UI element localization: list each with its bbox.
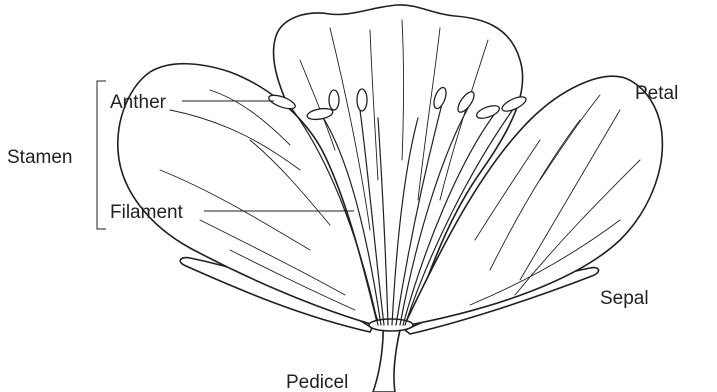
sepal-label: Sepal	[600, 288, 649, 309]
stamen-bracket	[97, 81, 106, 229]
anther-label: Anther	[110, 92, 167, 113]
petal-label: Petal	[635, 83, 678, 104]
pedicel-label: Pedicel	[286, 372, 348, 392]
filament-label: Filament	[110, 202, 184, 223]
stamen-label: Stamen	[7, 147, 72, 168]
pedicel-stalk	[373, 322, 402, 392]
